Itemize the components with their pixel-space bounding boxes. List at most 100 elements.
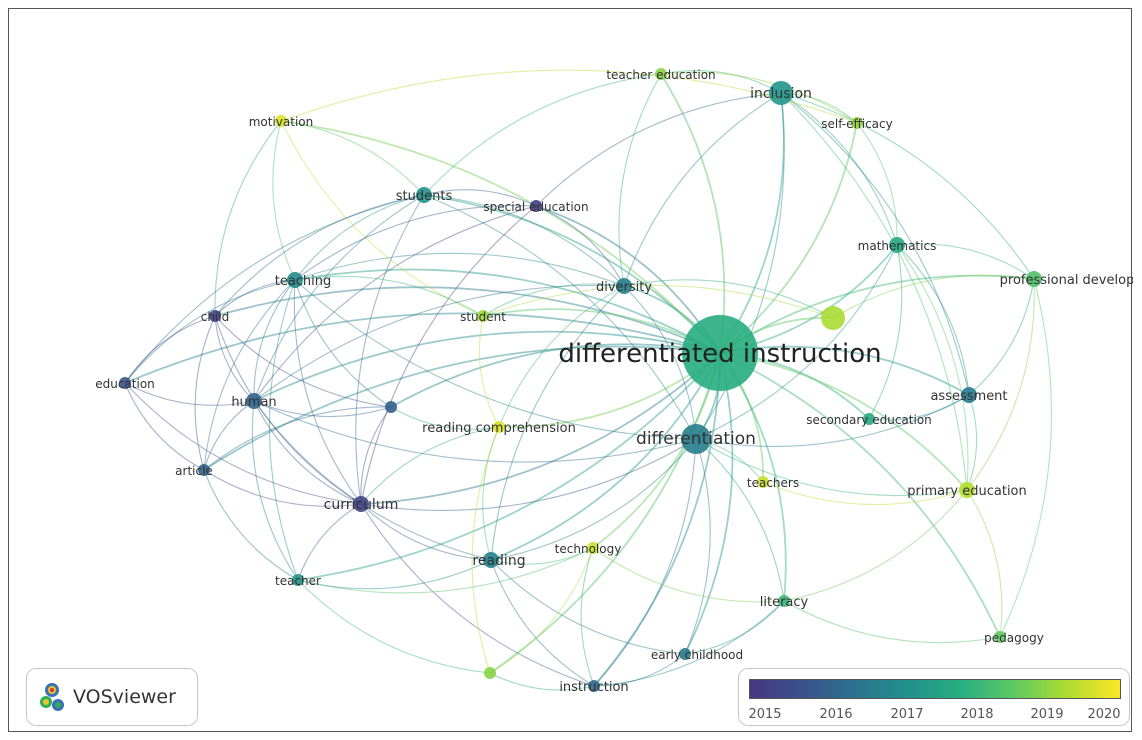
node-child[interactable] xyxy=(209,310,221,322)
edge-human-curric xyxy=(253,400,362,505)
edge-stud-child xyxy=(214,194,425,317)
edge-reading-tech xyxy=(490,547,594,565)
node-unlab[interactable] xyxy=(821,306,845,330)
edge-curric-teacher xyxy=(297,503,362,581)
edge-diff-teach xyxy=(294,279,697,440)
edge-teach-human xyxy=(253,279,296,402)
node-label-assess[interactable]: assessment xyxy=(930,389,1007,404)
edge-di-teach xyxy=(294,268,721,354)
edge-rcomp-unlab3 xyxy=(471,426,500,674)
edge-math-seff xyxy=(856,122,898,246)
edge-diff-incl xyxy=(695,92,785,440)
node-tech[interactable] xyxy=(587,542,599,554)
node-edu[interactable] xyxy=(119,377,131,389)
node-label-seff[interactable]: self-efficacy xyxy=(821,117,893,131)
node-label-reading[interactable]: reading xyxy=(472,553,525,569)
node-diff[interactable] xyxy=(681,424,711,454)
node-label-tedu[interactable]: teacher education xyxy=(606,68,715,82)
edge-reading-instr xyxy=(490,559,595,687)
edge-di-pedag xyxy=(719,352,1001,638)
node-rcomp[interactable] xyxy=(493,421,505,433)
node-label-teach[interactable]: teaching xyxy=(275,274,332,289)
node-echild[interactable] xyxy=(679,648,691,660)
node-label-di[interactable]: differentiated instruction xyxy=(558,339,881,369)
node-label-incl[interactable]: inclusion xyxy=(750,86,812,102)
edge-tedu-seff xyxy=(660,71,858,124)
edge-rcomp-unlab2 xyxy=(390,406,500,430)
node-article[interactable] xyxy=(198,464,210,476)
node-reading[interactable] xyxy=(483,552,499,568)
node-teacher[interactable] xyxy=(292,574,304,586)
node-label-echild[interactable]: early childhood xyxy=(651,648,743,662)
nodes-layer xyxy=(119,68,1042,692)
edge-stud-div xyxy=(423,194,625,287)
edge-math-secedu xyxy=(868,244,903,420)
node-label-tech[interactable]: technology xyxy=(555,542,622,556)
edge-incl-pedu xyxy=(780,92,968,491)
edge-diff-echild xyxy=(684,438,711,655)
node-label-pdev[interactable]: professional development xyxy=(1000,273,1133,288)
node-literacy[interactable] xyxy=(778,595,790,607)
node-label-sped[interactable]: special education xyxy=(483,200,588,214)
node-unlab3[interactable] xyxy=(484,667,496,679)
node-assess[interactable] xyxy=(961,387,977,403)
node-label-human[interactable]: human xyxy=(231,395,276,410)
edge-pedu-teachers xyxy=(762,481,968,506)
node-label-instr[interactable]: instruction xyxy=(559,680,628,695)
node-label-stud[interactable]: students xyxy=(396,189,453,204)
edge-di-article xyxy=(203,345,721,471)
node-label-literacy[interactable]: literacy xyxy=(760,595,809,610)
node-div[interactable] xyxy=(616,278,632,294)
node-teachers[interactable] xyxy=(757,476,769,488)
node-label-curric[interactable]: curriculum xyxy=(324,497,399,513)
node-label-teachers[interactable]: teachers xyxy=(747,476,799,490)
node-stud[interactable] xyxy=(416,187,432,203)
node-pedu[interactable] xyxy=(959,482,975,498)
edge-incl-math xyxy=(780,92,898,246)
node-pdev[interactable] xyxy=(1026,271,1042,287)
node-math[interactable] xyxy=(889,237,905,253)
node-label-teacher[interactable]: teacher xyxy=(275,574,321,588)
node-label-edu[interactable]: education xyxy=(95,377,155,391)
node-label-diff[interactable]: differentiation xyxy=(636,429,756,449)
legend-tick-2020: 2020 xyxy=(1087,707,1121,722)
node-label-math[interactable]: mathematics xyxy=(858,239,937,253)
edge-stud-human xyxy=(253,194,425,402)
edge-instr-unlab3 xyxy=(489,672,595,691)
node-label-child[interactable]: child xyxy=(201,310,230,324)
node-label-rcomp[interactable]: reading comprehension xyxy=(422,421,576,436)
node-label-motiv[interactable]: motivation xyxy=(249,115,314,129)
legend-tick-2017: 2017 xyxy=(890,707,924,722)
node-teach[interactable] xyxy=(287,272,303,288)
node-sped[interactable] xyxy=(530,200,542,212)
network-map[interactable]: differentiated instruction differentiatio… xyxy=(9,9,1133,733)
node-label-student[interactable]: student xyxy=(460,310,506,324)
node-di[interactable] xyxy=(682,315,758,391)
node-label-pedag[interactable]: pedagogy xyxy=(984,631,1044,645)
node-label-article[interactable]: article xyxy=(175,464,213,478)
legend-tick-2016: 2016 xyxy=(819,707,853,722)
edge-human-article xyxy=(203,400,255,471)
node-secedu[interactable] xyxy=(863,413,875,425)
edge-pedu-pdev xyxy=(966,278,1035,491)
node-motiv[interactable] xyxy=(275,115,287,127)
edge-diff-reading xyxy=(490,438,697,561)
vosviewer-logo[interactable]: VOSviewer xyxy=(26,668,198,726)
node-seff[interactable] xyxy=(851,117,863,129)
node-label-div[interactable]: diversity xyxy=(596,280,652,295)
node-unlab2[interactable] xyxy=(385,401,397,413)
node-student[interactable] xyxy=(477,310,489,322)
edge-student-unlab xyxy=(482,284,834,319)
node-human[interactable] xyxy=(246,393,262,409)
edge-di-echild xyxy=(684,352,734,655)
node-curric[interactable] xyxy=(353,496,369,512)
node-label-secedu[interactable]: secondary education xyxy=(806,413,932,427)
edge-child-article xyxy=(194,315,216,471)
node-tedu[interactable] xyxy=(655,68,667,80)
node-incl[interactable] xyxy=(769,81,793,105)
node-pedag[interactable] xyxy=(994,631,1006,643)
node-instr[interactable] xyxy=(588,680,600,692)
edge-reading-echild xyxy=(490,559,686,655)
node-label-pedu[interactable]: primary education xyxy=(907,484,1027,499)
edge-curric-instr xyxy=(360,503,595,687)
